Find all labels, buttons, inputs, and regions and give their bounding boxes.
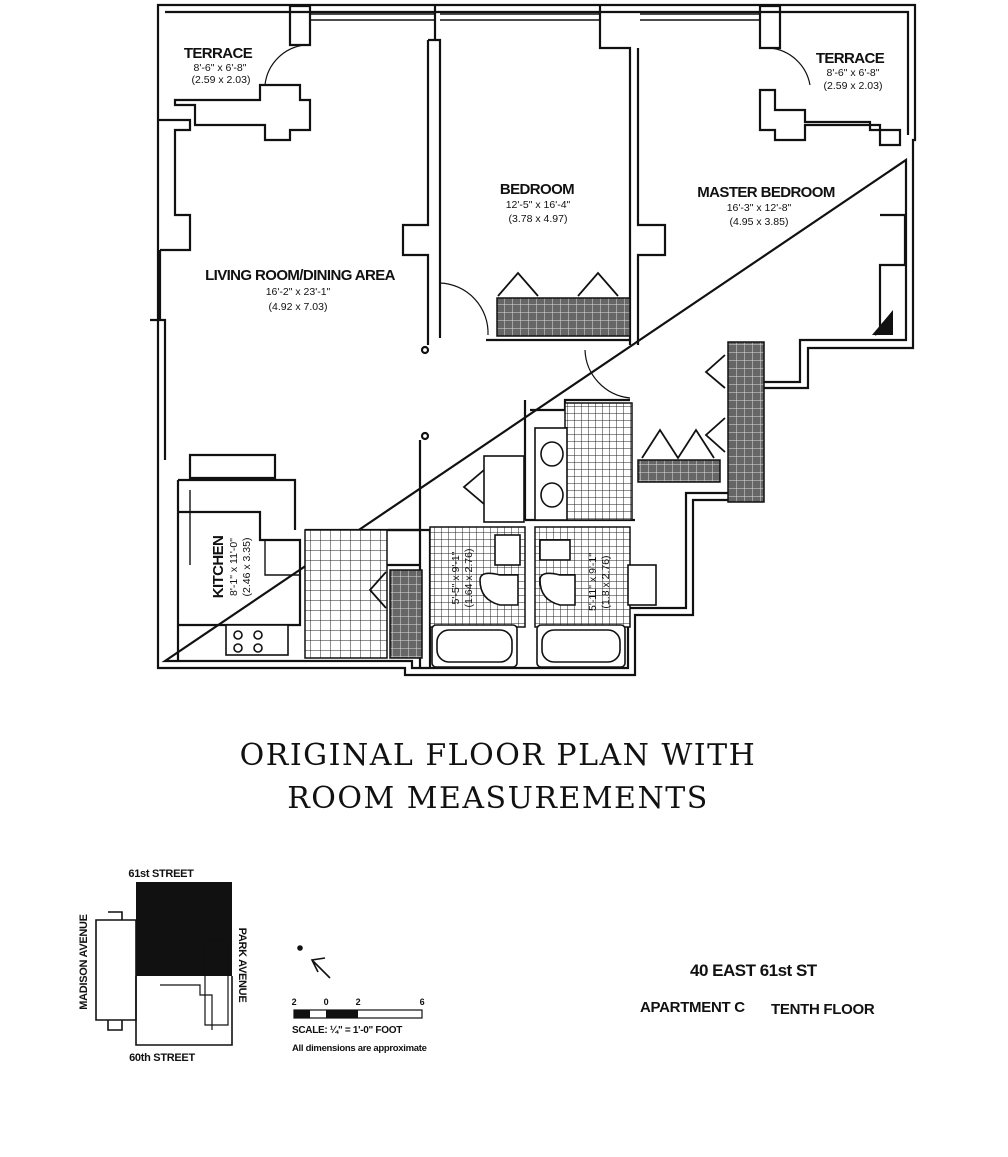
kitchen-name: KITCHEN (210, 536, 227, 598)
caption: ORIGINAL FLOOR PLAN WITH ROOM MEASUREMEN… (240, 738, 757, 816)
living-left-wall (150, 118, 192, 460)
toilet-2 (539, 572, 576, 606)
terrace-right-metric: (2.59 x 2.03) (824, 80, 883, 92)
terrace-left-name: TERRACE (184, 45, 253, 62)
bathtub-1-inner (436, 629, 513, 663)
sink-1 (540, 441, 564, 467)
key-plan-inner (160, 939, 229, 1030)
scale-tick-4: 6 (420, 997, 425, 1007)
address-block: 40 EAST 61st ST APARTMENT C TENTH FLOOR (640, 961, 875, 1018)
living-room-metric: (4.92 x 7.03) (269, 301, 328, 313)
bedroom-master-wall (598, 6, 667, 345)
key-plan-top-street: 61st STREET (128, 868, 194, 880)
sink-2 (540, 482, 564, 508)
living-room-name: LIVING ROOM/DINING AREA (205, 267, 396, 284)
bath1-size: 5'-5" x 9'-1" (450, 551, 462, 604)
terrace-left-walls (173, 83, 312, 142)
exterior-wall-inner (161, 10, 910, 670)
north-arrow-icon (297, 945, 331, 979)
key-plan-right-avenue: PARK AVENUE (236, 928, 248, 1003)
hall-closet (483, 455, 525, 523)
closet-door-marks (368, 271, 726, 609)
bedroom-size: 12'-5" x 16'-4" (506, 199, 571, 211)
living-room-size: 16'-2" x 23'-1" (266, 286, 331, 298)
master-door-swing (584, 349, 631, 399)
bedroom-closet (496, 297, 631, 337)
terrace-left-pier (288, 4, 312, 47)
terrace-right-size: 8'-6" x 6'-8" (827, 67, 880, 79)
bath2-vanity (539, 539, 571, 561)
foyer-closet (389, 569, 423, 659)
key-plan-left-avenue: MADISON AVENUE (78, 914, 90, 1009)
bathtub-2-inner (541, 629, 621, 663)
master-closet-vertical (727, 341, 765, 503)
master-corner-triangle (872, 310, 893, 335)
master-closet-horizontal (637, 459, 721, 483)
key-plan-bottom-street: 60th STREET (129, 1052, 195, 1064)
kitchen-counter (189, 490, 301, 576)
linen-closet (627, 564, 657, 606)
terrace-right-walls (758, 88, 902, 147)
kitchen-size: 8'-1" x 11'-0" (228, 538, 240, 596)
scale-tick-2: 0 (324, 997, 329, 1007)
key-plan-building-shaded (136, 882, 232, 976)
window-top (310, 13, 760, 21)
kitchen-walls (176, 453, 302, 660)
bedroom-metric: (3.78 x 4.97) (509, 213, 568, 225)
master-bedroom-metric: (4.95 x 3.85) (730, 216, 789, 228)
bath1-vanity (494, 534, 521, 566)
bath2-metric: (1.8 x 2.76) (600, 555, 612, 608)
living-bedroom-wall (401, 6, 442, 345)
scale-tick-3: 2 (356, 997, 361, 1007)
caption-line-2: ROOM MEASUREMENTS (287, 781, 709, 816)
scale-tick-1: 2 (292, 997, 297, 1007)
master-bath-tile-floor (564, 402, 633, 521)
caption-line-1: ORIGINAL FLOOR PLAN WITH (240, 738, 757, 773)
room-labels: TERRACE 8'-6" x 6'-8" (2.59 x 2.03) TERR… (184, 45, 885, 611)
terrace-left-metric: (2.59 x 2.03) (192, 74, 251, 86)
key-plan-annex (95, 911, 137, 1031)
bath2-size: 5'-11" x 9'-1" (587, 553, 599, 611)
key-plan: 61st STREET 60th STREET MADISON AVENUE P… (78, 868, 248, 1064)
terrace-right-pier (758, 4, 782, 50)
scale-bar: 2 0 2 6 SCALE: ¼" = 1'-0" FOOT All dimen… (292, 997, 427, 1054)
scale-note: All dimensions are approximate (292, 1043, 427, 1054)
terrace-right-door (769, 47, 811, 86)
kitchen-metric: (2.46 x 3.35) (241, 538, 253, 597)
master-bedroom-name: MASTER BEDROOM (697, 184, 835, 201)
bedroom-door-swing (439, 282, 489, 336)
wall-column (420, 345, 430, 355)
key-plan-building-outline (135, 976, 233, 1046)
terrace-right-name: TERRACE (816, 50, 885, 67)
toilet-1 (479, 572, 519, 606)
bedroom-name: BEDROOM (500, 181, 574, 198)
terrace-left-size: 8'-6" x 6'-8" (194, 62, 247, 74)
terrace-left-door (264, 44, 306, 86)
master-bedroom-size: 16'-3" x 12'-8" (727, 202, 792, 214)
hall-column (420, 431, 430, 441)
address-floor: TENTH FLOOR (771, 1001, 875, 1018)
address-apartment: APARTMENT C (640, 999, 745, 1016)
bath1-metric: (1.64 x 2.76) (463, 549, 475, 608)
floor-plan-walls (150, 3, 917, 677)
address-street: 40 EAST 61st ST (690, 961, 818, 980)
fixtures (225, 427, 657, 668)
scale-label: SCALE: ¼" = 1'-0" FOOT (292, 1025, 402, 1036)
